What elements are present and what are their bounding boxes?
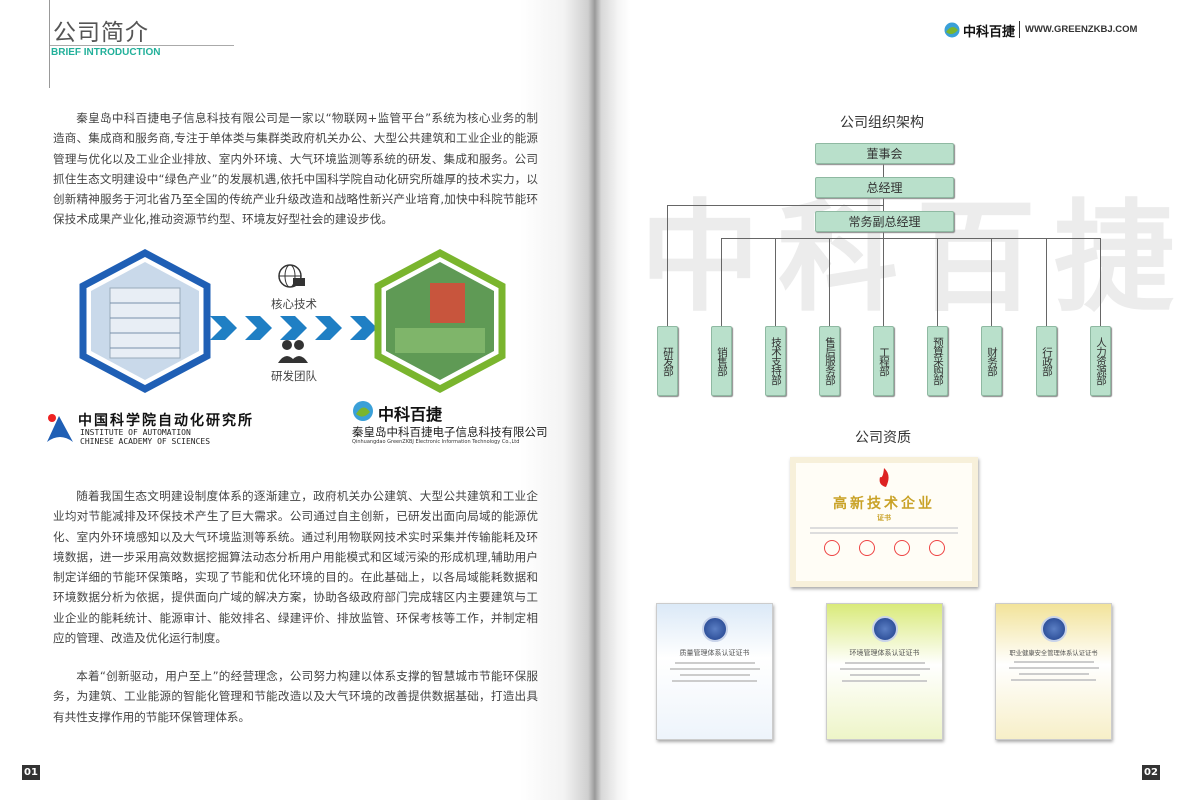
cas-building-hexagon <box>79 249 211 393</box>
environmental-management-certificate: 环境管理体系认证证书 <box>826 603 943 740</box>
intro-paragraph-2: 随着我国生态文明建设制度体系的逐渐建立，政府机关办公建筑、大型公共建筑和工业企业… <box>53 489 538 646</box>
org-department: 财务部 <box>981 326 1002 396</box>
team-icon <box>278 340 308 363</box>
page-number-right: 02 <box>1142 765 1160 780</box>
connector <box>1046 238 1047 326</box>
cas-name-en-1: INSTITUTE OF AUTOMATION <box>80 428 191 437</box>
org-department: 销售部 <box>711 326 732 396</box>
certification-globe-icon <box>1040 616 1067 642</box>
title-divider <box>50 45 234 46</box>
header-rule <box>49 0 50 88</box>
occupational-health-safety-certificate: 职业健康安全管理体系认证证书 <box>995 603 1112 740</box>
cas-emblem-icon <box>47 414 73 442</box>
org-department: 研发部 <box>657 326 678 396</box>
hightech-enterprise-certificate: 高新技术企业 证书 <box>790 457 978 587</box>
intro-paragraph-1: 秦皇岛中科百捷电子信息科技有限公司是一家以“物联网+监管平台”系统为核心业务的制… <box>53 111 538 227</box>
core-tech-label: 核心技术 <box>271 297 317 311</box>
brand-divider <box>1019 21 1020 38</box>
page-gutter <box>520 0 630 800</box>
brand-watermark: 中科百捷 <box>640 187 1179 328</box>
connector <box>937 238 938 326</box>
brand-logo-text: 中科百捷 <box>963 25 1016 40</box>
connector <box>667 205 883 206</box>
zkbj-campus-hexagon <box>374 249 506 393</box>
quality-management-certificate: 质量管理体系认证证书 <box>656 603 773 740</box>
globe-icon <box>278 264 305 288</box>
certification-globe-icon <box>871 616 898 642</box>
connector <box>1100 238 1101 326</box>
connector <box>883 238 884 326</box>
connector <box>883 164 884 238</box>
org-department: 行政部 <box>1036 326 1057 396</box>
zkbj-name-en: Qinhuangdao GreenZKBJ Electronic Informa… <box>352 439 520 445</box>
cert-title: 质量管理体系认证证书 <box>679 649 750 657</box>
org-general-manager: 总经理 <box>815 177 954 198</box>
hightech-cert-title: 高新技术企业 <box>833 496 935 512</box>
cert-title: 环境管理体系认证证书 <box>849 649 920 657</box>
org-department: 技术支持部 <box>765 326 786 396</box>
org-chart-title: 公司组织架构 <box>840 115 924 131</box>
connector <box>991 238 992 326</box>
org-department: 人力资源部 <box>1090 326 1111 396</box>
page-title: 公司简介 <box>53 20 149 46</box>
org-department: 工程部 <box>873 326 894 396</box>
qualifications-title: 公司资质 <box>855 430 911 446</box>
page-number-left: 01 <box>22 765 40 780</box>
org-department: 售后服务部 <box>819 326 840 396</box>
zkbj-name-cn: 秦皇岛中科百捷电子信息科技有限公司 <box>352 425 548 439</box>
zkbj-emblem-icon <box>353 401 373 421</box>
org-board: 董事会 <box>815 143 954 164</box>
zkbj-logo-text: 中科百捷 <box>378 405 443 424</box>
diagram-graphic <box>79 249 506 393</box>
rd-team-label: 研发团队 <box>271 369 317 383</box>
org-department: 预算采购部 <box>927 326 948 396</box>
hightech-cert-sub: 证书 <box>877 514 891 522</box>
org-executive-deputy-gm: 常务副总经理 <box>815 211 954 232</box>
connector <box>829 238 830 326</box>
brand-logo-icon <box>944 22 960 38</box>
connector <box>721 238 722 326</box>
cas-name-cn: 中国科学院自动化研究所 <box>78 413 254 429</box>
brand-header: 中科百捷 WWW.GREENZKBJ.COM <box>944 20 1144 40</box>
cert-title: 职业健康安全管理体系认证证书 <box>1009 650 1098 657</box>
red-seals <box>814 540 954 556</box>
website-link[interactable]: WWW.GREENZKBJ.COM <box>1025 24 1138 35</box>
page-subtitle: BRIEF INTRODUCTION <box>51 47 161 58</box>
cas-name-en-2: CHINESE ACADEMY OF SCIENCES <box>80 437 211 446</box>
connector <box>775 238 776 326</box>
connector <box>721 238 1101 239</box>
connector <box>667 205 668 326</box>
certification-globe-icon <box>701 616 728 642</box>
intro-paragraph-3: 本着“创新驱动，用户至上”的经营理念，公司努力构建以体系支撑的智慧城市节能环保服… <box>53 669 538 724</box>
arrow-chevrons <box>210 316 377 340</box>
flame-emblem-icon <box>879 468 889 487</box>
